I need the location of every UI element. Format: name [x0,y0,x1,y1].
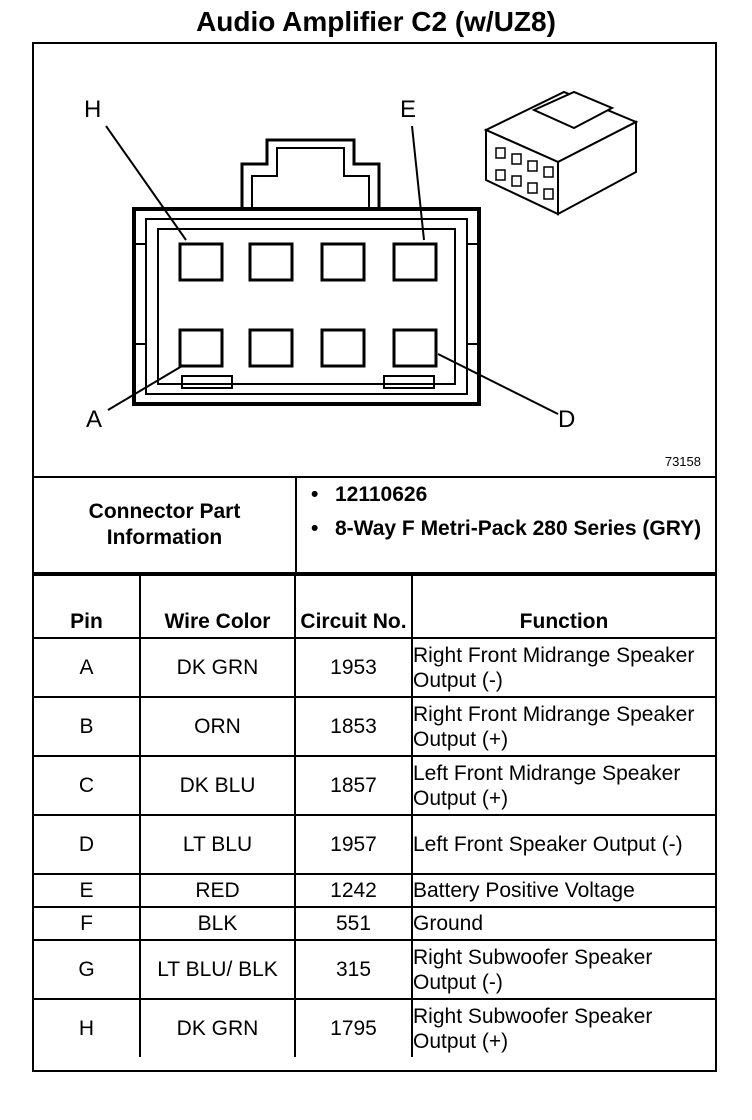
pin-cell: B [34,696,141,757]
connector-info-details: 12110626 8-Way F Metri-Pack 280 Series (… [297,482,707,550]
connector-series: 8-Way F Metri-Pack 280 Series (GRY) [311,516,707,542]
pin-cell: D [34,814,141,875]
connector-face-drawing [105,90,639,415]
function-cell: Ground [411,906,715,941]
wire-color-cell: DK GRN [139,998,296,1057]
pin-cell: A [34,637,141,698]
circuit-cell: 1957 [294,814,413,875]
table-row: D LT BLU 1957 Left Front Speaker Output … [34,814,715,875]
function-cell: Right Front Midrange Speaker Output (-) [411,637,715,698]
wire-color-cell: DK GRN [139,637,296,698]
table-row: B ORN 1853 Right Front Midrange Speaker … [34,696,715,757]
wire-color-cell: LT BLU/ BLK [139,939,296,1000]
pin-label-a: A [86,406,103,433]
circuit-cell: 1857 [294,755,413,816]
table-header-row: Pin Wire Color Circuit No. Function [34,574,715,639]
connector-part-info: Connector Part Information 12110626 8-Wa… [34,478,715,574]
header-circuit-no: Circuit No. [294,574,413,639]
circuit-cell: 1953 [294,637,413,698]
part-number: 12110626 [311,482,707,508]
wire-color-cell: DK BLU [139,755,296,816]
table-row: A DK GRN 1953 Right Front Midrange Speak… [34,637,715,698]
pin-label-e: E [400,96,417,123]
function-cell: Right Subwoofer Speaker Output (-) [411,939,715,1000]
function-cell: Left Front Midrange Speaker Output (+) [411,755,715,816]
pin-cell: H [34,998,141,1057]
circuit-cell: 1795 [294,998,413,1057]
circuit-cell: 1853 [294,696,413,757]
circuit-cell: 1242 [294,873,413,908]
wire-color-cell: RED [139,873,296,908]
header-pin: Pin [34,574,141,639]
function-cell: Right Front Midrange Speaker Output (+) [411,696,715,757]
wire-color-cell: ORN [139,696,296,757]
pin-cell: F [34,906,141,941]
function-cell: Left Front Speaker Output (-) [411,814,715,875]
connector-info-label: Connector Part Information [34,478,297,572]
table-row: H DK GRN 1795 Right Subwoofer Speaker Ou… [34,998,715,1057]
connector-diagram: H E A D 73158 [34,44,715,478]
function-cell: Battery Positive Voltage [411,873,715,908]
table-row: G LT BLU/ BLK 315 Right Subwoofer Speake… [34,939,715,1000]
pin-cell: G [34,939,141,1000]
page-title: Audio Amplifier C2 (w/UZ8) [196,6,556,37]
function-cell: Right Subwoofer Speaker Output (+) [411,998,715,1057]
connector-sheet: H E A D 73158 Connector Part Information… [32,42,717,1072]
circuit-cell: 315 [294,939,413,1000]
table-row: E RED 1242 Battery Positive Voltage [34,873,715,908]
table-row: C DK BLU 1857 Left Front Midrange Speake… [34,755,715,816]
pin-cell: C [34,755,141,816]
wire-color-cell: LT BLU [139,814,296,875]
table-row: F BLK 551 Ground [34,906,715,941]
header-function: Function [411,574,715,639]
wire-color-cell: BLK [139,906,296,941]
circuit-cell: 551 [294,906,413,941]
pinout-table: Pin Wire Color Circuit No. Function A DK… [34,574,715,1057]
figure-number: 73158 [664,454,701,469]
pin-label-h: H [84,96,102,123]
pin-cell: E [34,873,141,908]
pin-label-d: D [558,406,576,433]
header-wire-color: Wire Color [139,574,296,639]
